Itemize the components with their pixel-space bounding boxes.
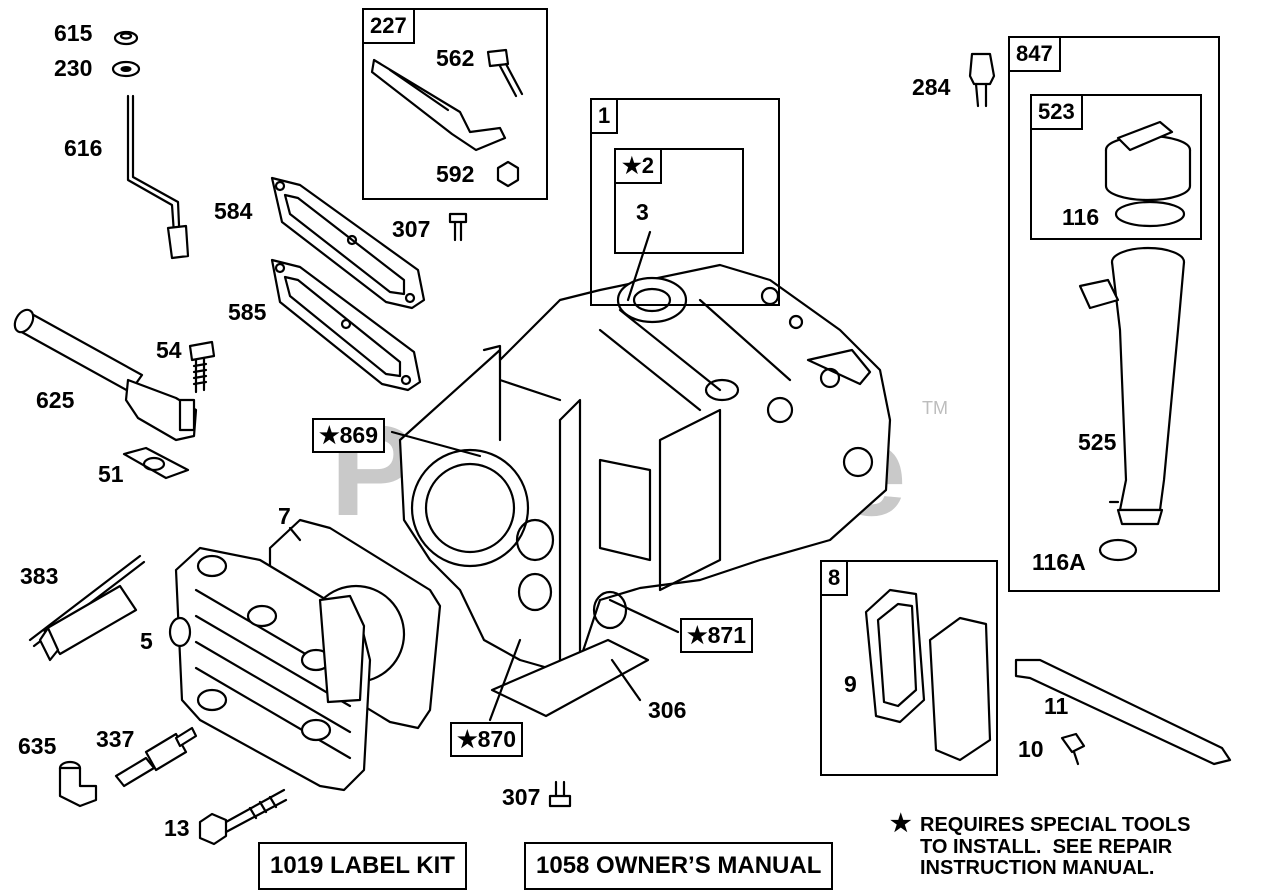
callout-13: 13 [164, 815, 190, 841]
callout-7: 7 [278, 503, 291, 529]
part-306-gasket [490, 638, 650, 718]
callout-306: 306 [648, 697, 687, 723]
special-tools-note: REQUIRES SPECIAL TOOLS TO INSTALL. SEE R… [920, 814, 1191, 880]
group-227-frame: 227 [362, 8, 548, 200]
part-525-tube [1078, 246, 1186, 526]
group-847-frame: 847 [1008, 36, 1220, 592]
part-51-gasket [122, 446, 190, 480]
part-9-gasket [864, 588, 926, 724]
callout-11: 11 [1044, 693, 1069, 719]
group-227-tag: 227 [364, 10, 415, 44]
part-337-spark-plug [114, 726, 198, 788]
callout-51: 51 [98, 461, 124, 487]
group-1-tag: 1 [592, 100, 619, 134]
callout-284: 284 [912, 74, 951, 100]
part-284-screw [968, 52, 996, 108]
callout-871: ★871 [680, 618, 753, 653]
callout-116a: 116A [1032, 549, 1086, 575]
part-cylinder-block [398, 263, 892, 670]
group-523-tag: 523 [1032, 96, 1083, 130]
part-307-screw-bottom [548, 780, 572, 808]
group-8-frame: 8 [820, 560, 998, 776]
part-116a-ring [1098, 538, 1138, 562]
part-116-ring [1114, 200, 1186, 228]
owners-manual-box: 1058 OWNER’S MANUAL [524, 842, 834, 890]
callout-10: 10 [1018, 736, 1044, 762]
part-5-cylinder-head [168, 546, 372, 792]
callout-635: 635 [18, 733, 57, 759]
part-227-lever [370, 58, 507, 152]
callout-585: 585 [228, 299, 267, 325]
callout-525: 525 [1078, 429, 1117, 455]
part-307-screw-top [448, 212, 468, 242]
callout-869: ★869 [312, 418, 385, 453]
part-13-bolt [198, 788, 288, 846]
group-2-tag: ★2 [616, 150, 662, 184]
group-523-frame: 523 [1030, 94, 1202, 240]
callout-3: 3 [636, 199, 649, 225]
part-615-nut [113, 30, 139, 46]
part-54-bolt [188, 340, 216, 394]
part-11-tube [1014, 658, 1232, 766]
group-2-frame: ★2 [614, 148, 744, 254]
group-8-tag: 8 [822, 562, 849, 596]
label-kit-box: 1019 LABEL KIT [258, 842, 467, 890]
part-230-washer [111, 60, 141, 78]
callout-9: 9 [844, 671, 857, 697]
part-635-cap [58, 760, 98, 808]
callout-562: 562 [436, 45, 475, 71]
callout-54: 54 [156, 337, 182, 363]
part-616-link [126, 94, 190, 260]
callout-337: 337 [96, 726, 135, 752]
group-1-frame: 1 [590, 98, 780, 306]
part-584-gasket [270, 176, 426, 310]
callout-116: 116 [1062, 204, 1100, 230]
part-562-screw [486, 48, 524, 98]
callout-230: 230 [54, 55, 93, 81]
callout-383: 383 [20, 563, 59, 589]
leader-lines [288, 230, 1120, 722]
callout-307-top: 307 [392, 216, 431, 242]
callout-615: 615 [54, 20, 93, 46]
callout-592: 592 [436, 161, 475, 187]
group-847-tag: 847 [1010, 38, 1061, 72]
watermark-trademark: TM [922, 398, 948, 418]
part-585-gasket [270, 258, 422, 392]
part-523-cap [1104, 120, 1192, 202]
part-592-nut [496, 160, 520, 188]
part-10-screw [1060, 732, 1086, 766]
callout-625: 625 [36, 387, 75, 413]
callout-584: 584 [214, 198, 253, 224]
callout-616: 616 [64, 135, 103, 161]
callout-5: 5 [140, 628, 153, 654]
special-tools-star: ★ [890, 810, 912, 837]
part-383-wrench [28, 554, 146, 662]
part-625-tube [13, 308, 198, 442]
callout-870: ★870 [450, 722, 523, 757]
part-9-cover [928, 616, 992, 762]
callout-307-bottom: 307 [502, 784, 541, 810]
